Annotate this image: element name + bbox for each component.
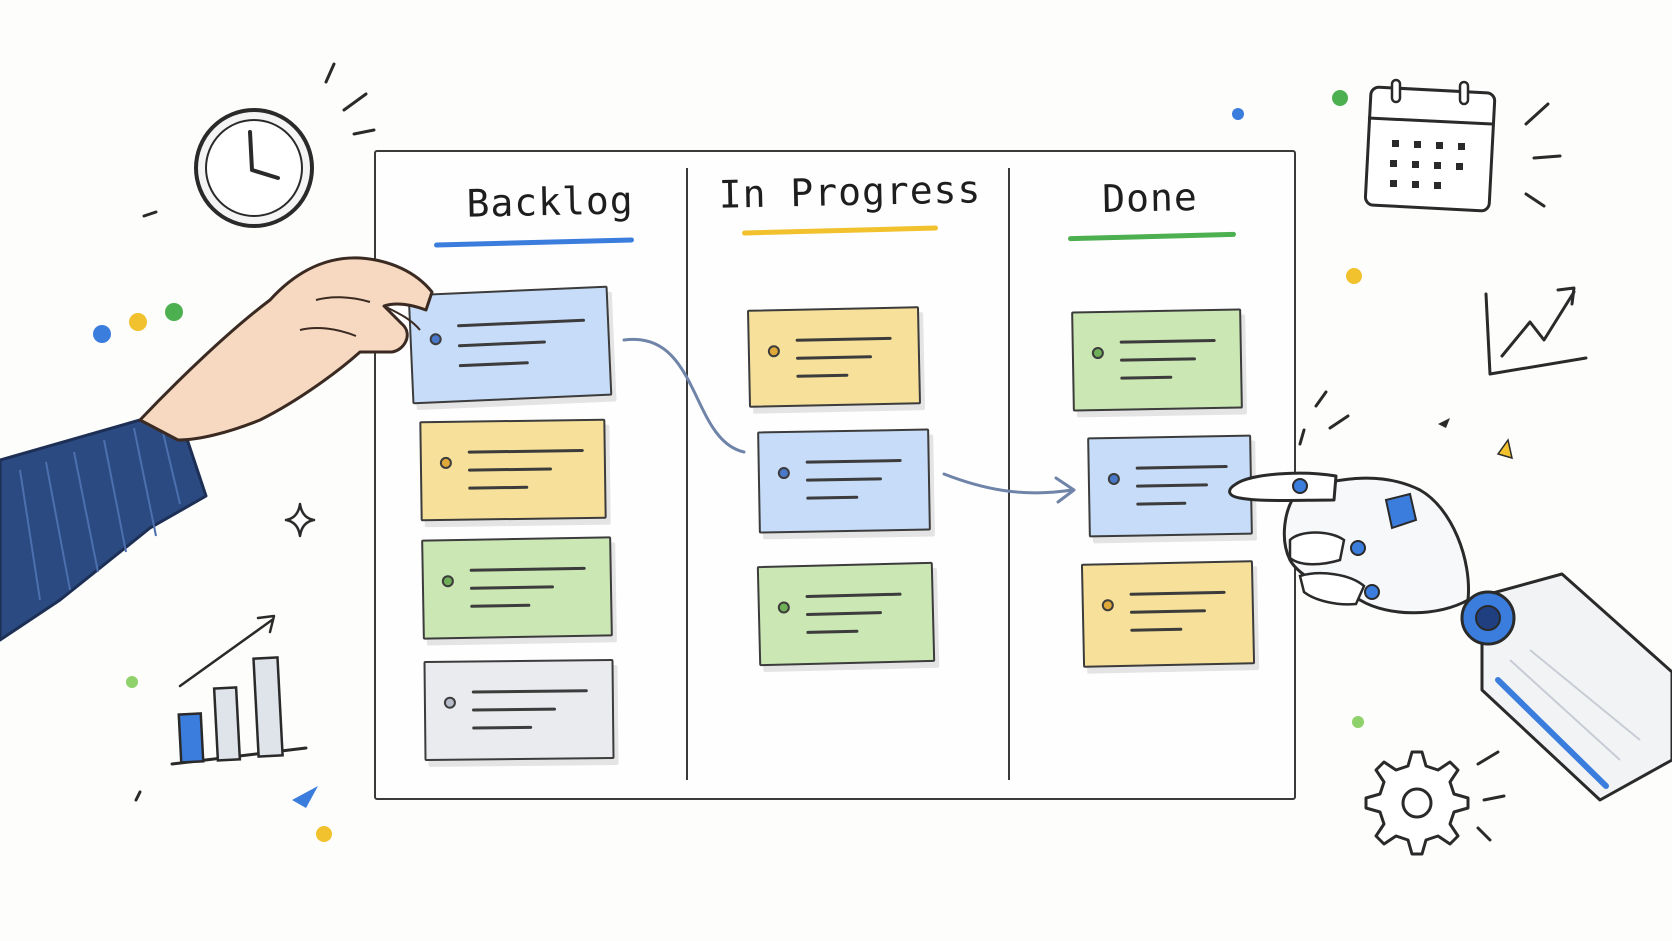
clock-icon [142,62,376,228]
gear-icon [1364,750,1506,856]
column-divider [686,168,688,780]
calendar-icon [1363,78,1562,213]
bar-chart-icon [170,614,308,766]
flow-arrow-backlog-to-progress [622,337,746,454]
human-hand [0,256,434,642]
sparkle-icon [284,502,316,538]
flow-arrow-progress-to-done [942,472,1076,504]
confetti-dots [93,90,1514,842]
column-divider [1008,168,1010,780]
line-chart-icon [1484,286,1588,376]
robot-hand [1228,390,1672,802]
